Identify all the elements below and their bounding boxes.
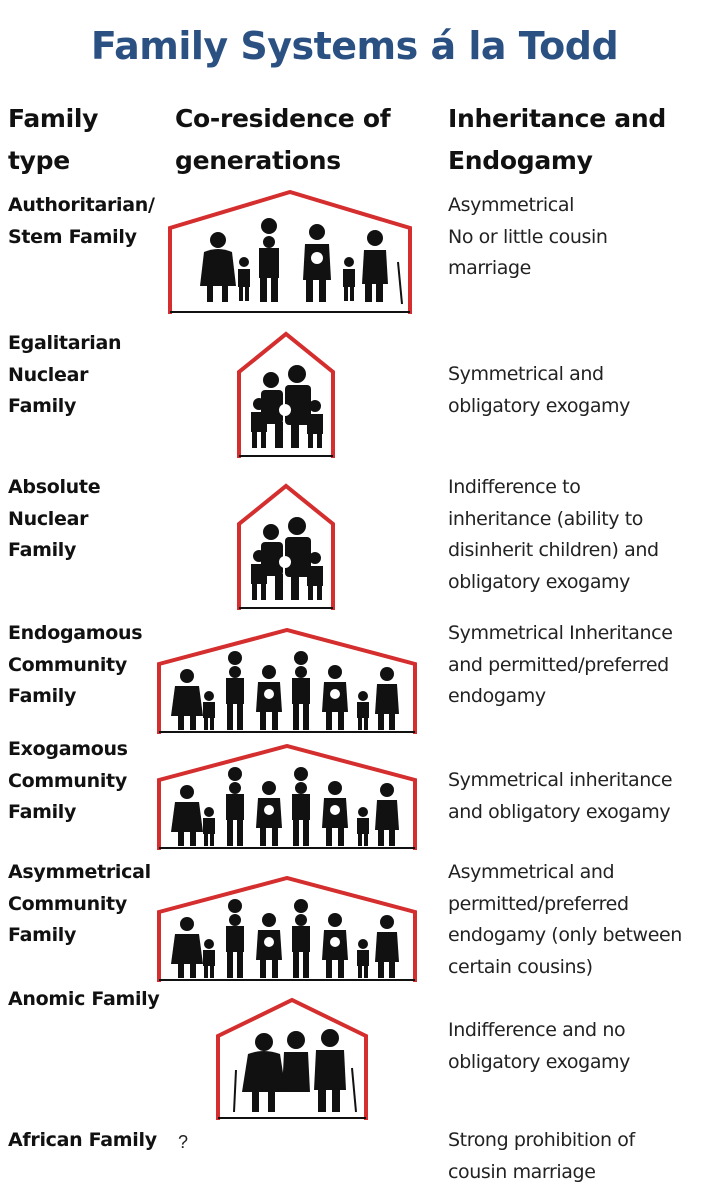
community-family-house-icon	[153, 876, 421, 984]
multi-generation-house-icon	[162, 190, 418, 316]
header-coresidence: Co-residence of generations	[175, 104, 391, 175]
elderly-couple-house-icon	[212, 996, 372, 1122]
inheritance-description: Indifference to inheritance (ability to …	[448, 476, 659, 593]
page-title: Family Systems á la Todd	[90, 24, 619, 68]
family-type-label: Egalitarian Nuclear Family	[8, 332, 122, 417]
inheritance-description: Symmetrical and obligatory exogamy	[448, 363, 631, 417]
inheritance-description: Symmetrical Inheritance and permitted/pr…	[448, 622, 673, 707]
inheritance-description: Asymmetrical and permitted/preferred end…	[448, 861, 682, 978]
header-family-type: Family type	[8, 104, 99, 175]
inheritance-description: Strong prohibition of cousin marriage	[448, 1129, 635, 1183]
family-type-label: Exogamous Community Family	[8, 738, 128, 823]
inheritance-description: Asymmetrical No or little cousin marriag…	[448, 194, 608, 279]
header-inheritance: Inheritance and Endogamy	[448, 104, 666, 175]
community-family-house-icon	[153, 744, 421, 852]
family-type-label: Endogamous Community Family	[8, 622, 143, 707]
unknown-coresidence-mark: ?	[178, 1132, 189, 1152]
family-type-label: Anomic Family	[8, 988, 160, 1010]
family-type-label: Absolute Nuclear Family	[8, 476, 101, 561]
nuclear-family-house-icon	[233, 330, 339, 460]
inheritance-description: Symmetrical inheritance and obligatory e…	[448, 769, 673, 823]
family-type-label: Authoritarian/ Stem Family	[8, 194, 155, 248]
community-family-house-icon	[153, 628, 421, 736]
family-type-label: African Family	[8, 1129, 157, 1151]
family-type-label: Asymmetrical Community Family	[8, 861, 151, 946]
inheritance-description: Indifference and no obligatory exogamy	[448, 1019, 631, 1073]
nuclear-family-house-icon	[233, 482, 339, 612]
